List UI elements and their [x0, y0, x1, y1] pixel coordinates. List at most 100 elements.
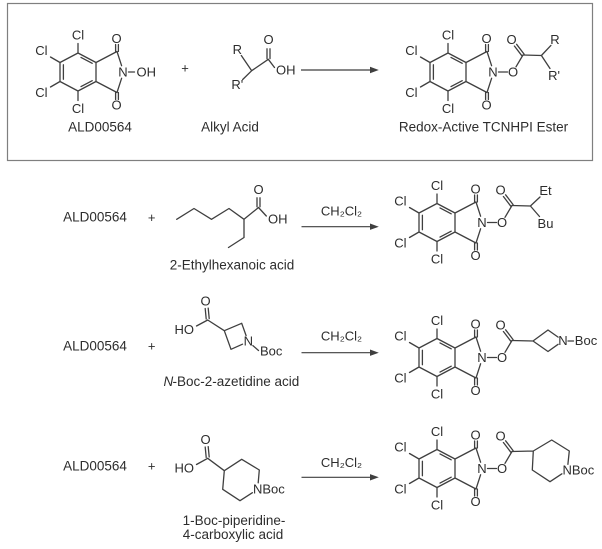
chlorine-lower-left-label: Cl [394, 482, 406, 497]
hydroxyl-label: OH [137, 64, 157, 79]
ester-carbonyl-oxygen-label: O [506, 32, 516, 47]
imide-oxygen-bottom-label: O [470, 248, 480, 263]
chlorine-bottom-label: Cl [431, 387, 443, 402]
azetidine-nitrogen-label: N [244, 334, 253, 349]
imide-nitrogen-label: N [477, 350, 486, 365]
legend-acid-label: Alkyl Acid [201, 120, 259, 135]
boc-piperidine-acid-structure: O HO NBoc [175, 432, 285, 502]
imide-oxygen-top-label: O [470, 317, 480, 332]
reaction-arrow-row3 [301, 474, 379, 481]
legend-reactant-label: ALD00564 [68, 120, 132, 135]
chlorine-bottom-label: Cl [431, 252, 443, 267]
solvent-label-row2: CH₂Cl₂ [321, 329, 362, 344]
ester-carbonyl-oxygen-label: O [495, 183, 505, 198]
r-group-label: R [233, 42, 242, 57]
acid-name-row2: -Boc-2-azetidine acid [173, 374, 300, 389]
hydroxyl-label: HO [175, 322, 195, 337]
arrowhead [370, 223, 379, 230]
boc-piperidine-acid-bonds [195, 445, 260, 502]
acid-name-row3-line1: 1-Boc-piperidine- [183, 513, 286, 528]
carbonyl-oxygen-label: O [263, 32, 273, 47]
plus-sign-row2: + [148, 339, 156, 354]
acid-name-row3-line2: 4-carboxylic acid [183, 527, 284, 542]
carbonyl-oxygen-label: O [200, 294, 210, 309]
chlorine-upper-left-label: Cl [394, 440, 406, 455]
hydroxyl-label: HO [175, 461, 195, 476]
chlorine-top-label: Cl [431, 313, 443, 328]
azetidine-ring-bonds [511, 329, 575, 353]
chlorine-top-label: Cl [442, 28, 454, 43]
reaction-arrow-row1 [301, 223, 379, 230]
chlorine-top-label: Cl [431, 424, 443, 439]
ester-carbonyl-oxygen-label: O [495, 429, 505, 444]
chlorine-lower-left-label: Cl [394, 236, 406, 251]
piperidine-ring-bonds [511, 439, 570, 483]
imide-nitrogen-label: N [477, 215, 486, 230]
linker-oxygen-label: O [497, 461, 507, 476]
chlorine-upper-left-label: Cl [405, 43, 417, 58]
chlorine-bottom-label: Cl [431, 498, 443, 513]
arrowhead [370, 474, 379, 481]
azetidine-nitrogen-label: N [558, 333, 567, 348]
ester-carbonyl-oxygen-label: O [495, 318, 505, 333]
hydroxyl-label: OH [268, 211, 288, 226]
chlorine-upper-left-label: Cl [394, 194, 406, 209]
imide-nitrogen-label: N [118, 64, 127, 79]
r-prime-group-label: R' [231, 77, 243, 92]
boc-label: Boc [260, 344, 283, 359]
chlorine-bottom-label: Cl [72, 101, 84, 116]
chlorine-lower-left-label: Cl [405, 85, 417, 100]
acid-name-row2-prefix: N [164, 374, 174, 389]
reactant-label-row3: ALD00564 [63, 458, 127, 473]
reactant-label-row2: ALD00564 [63, 339, 127, 354]
imide-oxygen-bottom-label: O [470, 383, 480, 398]
n-boc-label: NBoc [253, 481, 285, 496]
r-group-bonds [522, 44, 552, 70]
ethyl-butyl-bonds [511, 196, 541, 218]
carbonyl-oxygen-label: O [200, 432, 210, 447]
acid-name-row1: 2-Ethylhexanoic acid [170, 258, 295, 273]
imide-oxygen-top-label: O [470, 182, 480, 197]
chlorine-lower-left-label: Cl [394, 371, 406, 386]
r-group-label: R [550, 32, 559, 47]
reactant-label-row1: ALD00564 [63, 210, 127, 225]
chlorine-top-label: Cl [431, 178, 443, 193]
alkyl-acid-structure-legend: R R' O OH [231, 32, 295, 92]
arrowhead [370, 66, 379, 74]
boc-azetidine-acid-structure: O HO N Boc [175, 294, 283, 359]
legend-plus-sign: + [181, 61, 189, 76]
boc-azetidine-acid-bonds [195, 307, 260, 352]
chlorine-lower-left-label: Cl [35, 85, 47, 100]
chlorine-upper-left-label: Cl [35, 43, 47, 58]
imide-nitrogen-label: N [477, 461, 486, 476]
reaction-arrow-row2 [301, 349, 379, 356]
general-scheme-box [6, 2, 594, 162]
linker-oxygen-label: O [497, 350, 507, 365]
chlorine-top-label: Cl [72, 28, 84, 43]
chlorine-bottom-label: Cl [442, 101, 454, 116]
ethylhexanoic-acid-bonds [176, 197, 267, 249]
plus-sign-row3: + [148, 459, 156, 474]
imide-oxygen-top-label: O [111, 31, 121, 46]
r-prime-group-label: R' [548, 68, 560, 83]
ethylhexanoic-acid-structure: OOH [176, 182, 288, 249]
plus-sign-row1: + [148, 210, 156, 225]
boc-label: Boc [575, 333, 598, 348]
ethyl-label: Et [539, 183, 552, 198]
arrowhead [370, 349, 379, 356]
chlorine-upper-left-label: Cl [394, 329, 406, 344]
butyl-label: Bu [538, 216, 554, 231]
alkyl-acid-bonds [240, 48, 276, 81]
n-boc-label: NBoc [563, 462, 595, 477]
imide-nitrogen-label: N [488, 64, 497, 79]
legend-product-label: Redox-Active TCNHPI Ester [399, 120, 569, 135]
hydroxyl-label: OH [276, 63, 296, 78]
imide-oxygen-bottom-label: O [470, 494, 480, 509]
imide-oxygen-bottom-label: O [111, 98, 121, 113]
solvent-label-row1: CH₂Cl₂ [321, 204, 362, 219]
